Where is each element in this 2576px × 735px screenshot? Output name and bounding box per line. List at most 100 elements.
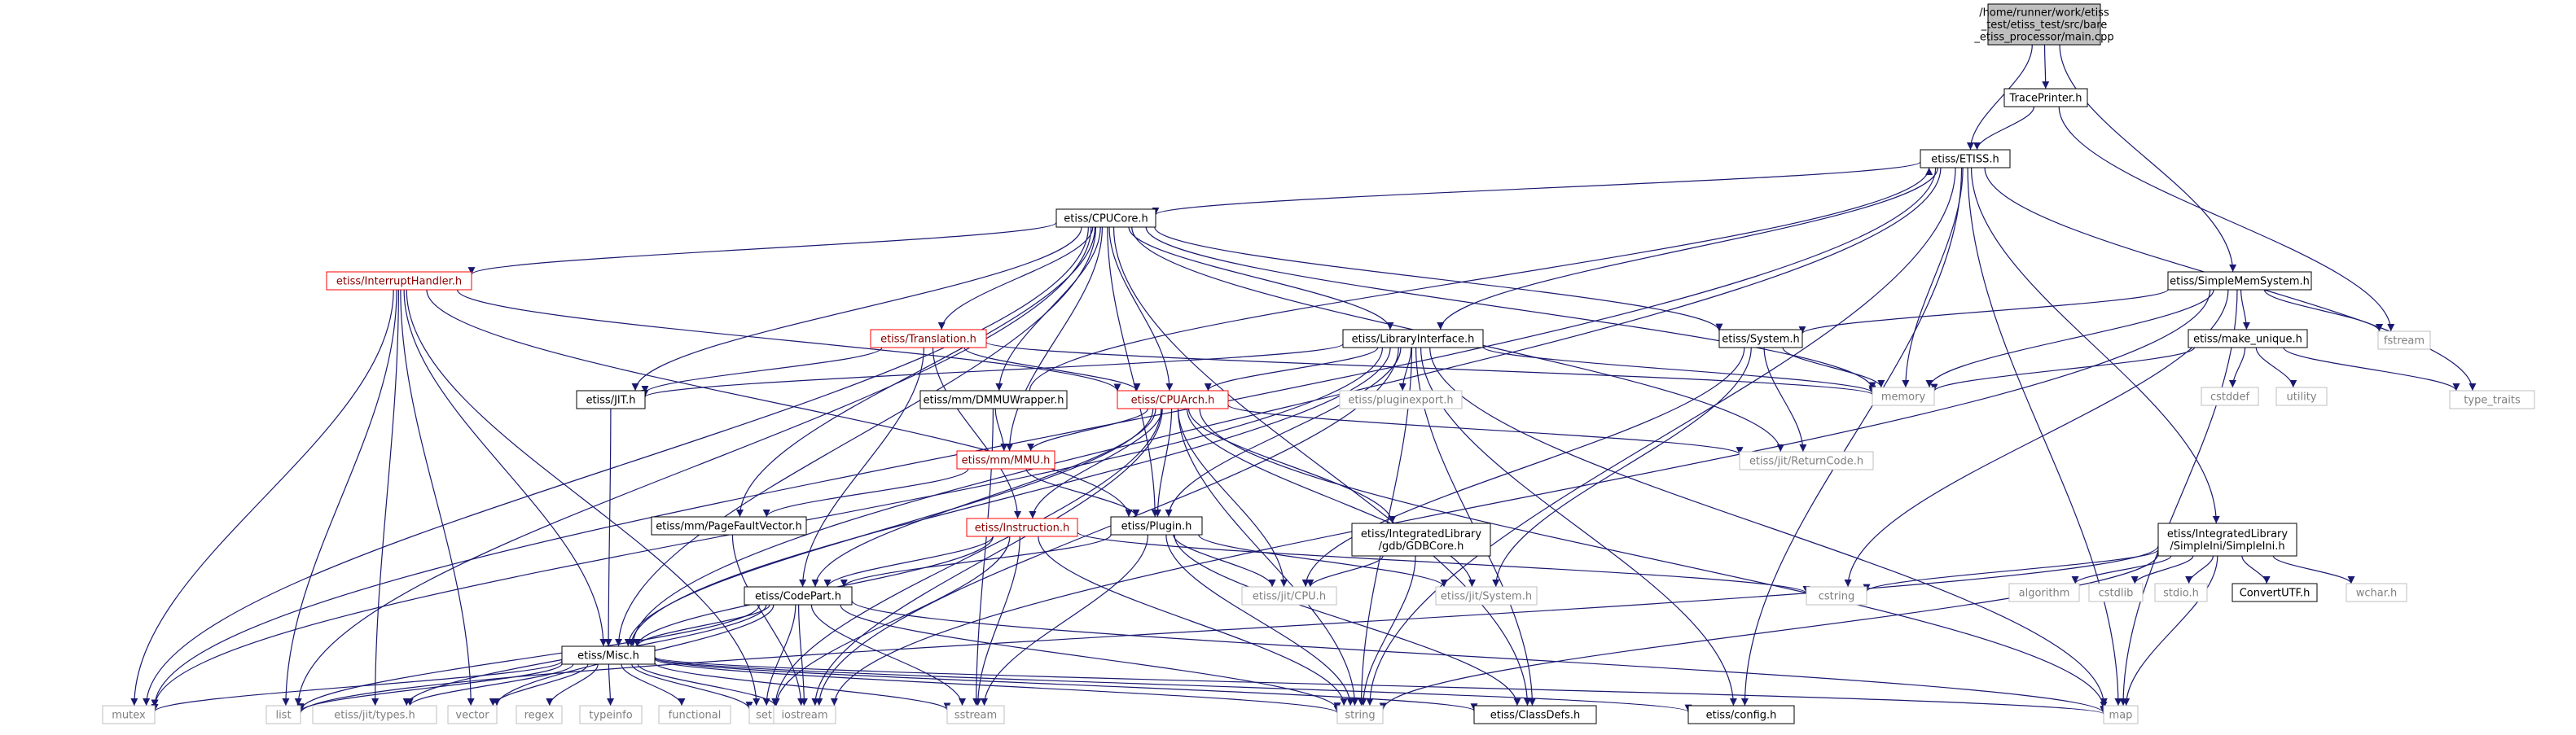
node-convertutf[interactable]: ConvertUTF.h [2232,583,2318,602]
node-label-simpleini: etiss/IntegratedLibrary [2167,528,2288,540]
node-box-system [1718,329,1803,348]
node-cpuarch[interactable]: etiss/CPUArch.h [1117,390,1229,409]
edge-main-to-simplemem [2059,44,2237,273]
node-label-config: etiss/config.h [1706,710,1777,722]
edge-dmmuwrapper-to-sstream [972,408,994,707]
edge-cpuarch-to-instruction [1029,408,1163,519]
node-etiss[interactable]: etiss/ETISS.h [1920,149,2011,168]
edge-instruction-to-cstring [1077,532,1810,594]
edge-misc-to-sstream [654,662,951,711]
node-simpleini[interactable]: etiss/IntegratedLibrary/SimpleIni/Simple… [2157,523,2297,557]
node-misc[interactable]: etiss/Misc.h [561,645,656,665]
node-makeunique[interactable]: etiss/make_unique.h [2188,329,2308,348]
edge-etiss-to-string [1366,167,1956,707]
edge-cpucore-to-mmu [1006,226,1104,452]
node-cpucore[interactable]: etiss/CPUCore.h [1055,208,1156,228]
edge-etiss-to-cpucore [1152,161,1921,216]
edge-interrupthandler-to-mutex [130,289,394,707]
node-libinterface[interactable]: etiss/LibraryInterface.h [1342,329,1484,348]
edge-cpucore-to-classdefs [1112,226,1531,707]
node-box-cpucore [1055,208,1156,228]
node-label-cstring: cstring [1819,591,1854,603]
node-label-simpleini: /SimpleIni/SimpleIni.h [2170,540,2284,553]
edge-instruction-to-set [772,536,1011,707]
node-instruction[interactable]: etiss/Instruction.h [966,518,1078,537]
node-box-codepart [744,586,853,606]
node-typeinfo: typeinfo [579,705,643,724]
node-classdefs[interactable]: etiss/ClassDefs.h [1473,705,1597,724]
node-box-vector [447,705,498,724]
node-label-etiss: etiss/ETISS.h [1931,154,1999,166]
edge-cpuarch-to-jitcpu [1177,408,1288,588]
node-translation[interactable]: etiss/Translation.h [870,329,987,348]
edge-simpleini-to-algorithm [2071,555,2172,584]
node-label-memory: memory [1881,392,1926,404]
edge-simplemem-to-system [1798,289,2169,335]
edge-simpleini-to-list [296,545,2159,714]
node-box-classdefs [1473,705,1597,724]
node-mmu[interactable]: etiss/mm/MMU.h [956,450,1055,470]
node-box-misc [561,645,656,665]
node-label-plugin: etiss/Plugin.h [1121,521,1192,533]
edge-cpucore-to-libinterface [1128,226,1394,330]
edge-cpuarch-to-plugin [1153,408,1173,518]
node-box-config [1687,705,1795,724]
edge-mmu-to-pagefault [762,468,969,518]
node-system[interactable]: etiss/System.h [1718,329,1803,348]
edge-misc-to-string [654,658,1341,714]
edge-cpuarch-to-iostream [811,408,1163,707]
node-config[interactable]: etiss/config.h [1687,705,1795,724]
node-traceprinter[interactable]: TracePrinter.h [2003,88,2088,107]
node-label-jith: etiss/JIT.h [586,395,635,407]
node-gdbcore[interactable]: etiss/IntegratedLibrary/gdb/GDBCore.h [1351,523,1491,557]
node-label-cstddef: cstddef [2210,392,2250,404]
edge-cpucore-to-cpuarch [1108,226,1174,392]
node-jith[interactable]: etiss/JIT.h [576,390,646,409]
node-box-simpleini [2157,523,2297,557]
node-label-typeinfo: typeinfo [589,710,632,722]
node-regex: regex [516,705,563,724]
edge-libinterface-to-plugin [1165,347,1402,518]
edge-cpucore-to-memory [1145,226,1876,390]
node-jitsystem: etiss/jit/System.h [1435,586,1538,606]
edge-cpuarch-to-gdbcore [1187,408,1396,524]
edge-traceprinter-to-etiss [1973,106,2035,151]
dependency-edges [130,44,2477,715]
node-string: string [1336,705,1384,724]
node-label-mmu: etiss/mm/MMU.h [962,455,1051,467]
node-sstream: sstream [946,705,1005,724]
node-label-list: list [275,710,291,722]
node-label-mutex: mutex [112,710,146,722]
edge-misc-to-mutex [151,660,563,712]
edge-etiss-to-libinterface [1437,167,1938,330]
edge-simpleini-to-convertutf [2241,555,2271,584]
edge-gdbcore-to-string [1359,555,1416,707]
node-box-returncode [1739,451,1874,470]
node-codepart[interactable]: etiss/CodePart.h [744,586,853,606]
node-stdio: stdio.h [2154,583,2208,602]
node-interrupthandler[interactable]: etiss/InterruptHandler.h [326,271,472,291]
edge-cpucore-to-list [294,226,1092,707]
node-plugin[interactable]: etiss/Plugin.h [1110,516,1203,536]
edge-misc-to-functional [621,663,686,707]
node-label-main: /home/runner/work/etiss [1979,7,2109,20]
node-box-jith [576,390,646,409]
node-cstring: cstring [1806,586,1867,606]
node-label-classdefs: etiss/ClassDefs.h [1490,710,1581,722]
edge-simpleini-to-cstdlib [2131,555,2194,584]
edge-traceprinter-to-fstream [2058,106,2395,332]
node-box-list [265,705,301,724]
node-label-misc: etiss/Misc.h [577,650,639,663]
edge-cpuarch-to-misc [624,408,1154,647]
dependency-nodes: /home/runner/work/etiss_test/etiss_test/… [102,3,2535,724]
edge-makeunique-to-memory [1930,347,2196,392]
node-main[interactable]: /home/runner/work/etiss_test/etiss_test/… [1973,3,2114,46]
edge-interrupthandler-to-jittypes [371,289,399,707]
node-pagefault[interactable]: etiss/mm/PageFaultVector.h [651,516,807,536]
node-dmmuwrapper[interactable]: etiss/mm/DMMUWrapper.h [919,390,1068,409]
node-box-typetraits [2449,390,2535,409]
node-box-cstring [1806,586,1867,606]
node-box-mmu [956,450,1055,470]
node-simplemem[interactable]: etiss/SimpleMemSystem.h [2167,271,2312,291]
node-box-translation [870,329,987,348]
